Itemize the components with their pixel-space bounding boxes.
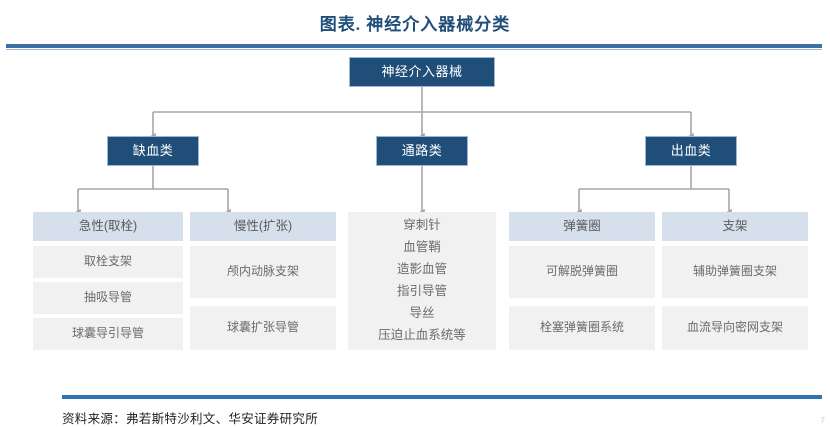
footer: 资料来源：弗若斯特沙利文、华安证券研究所 7: [0, 395, 830, 427]
page-title: 图表. 神经介入器械分类: [319, 14, 511, 34]
list-item: 血管鞘: [403, 240, 441, 255]
footer-divider: [62, 395, 822, 399]
column-access-list[interactable]: 穿刺针 血管鞘 造影血管 指引导管 导丝 压迫止血系统等: [348, 212, 496, 350]
node-level2-ischemic[interactable]: 缺血类: [107, 136, 199, 166]
page-number: 7: [820, 416, 825, 425]
title-bar: 图表. 神经介入器械分类: [0, 0, 830, 44]
leaf-item[interactable]: 取栓支架: [33, 246, 183, 278]
title-divider-thin: [6, 49, 822, 50]
column-head-stent[interactable]: 支架: [662, 212, 808, 241]
leaf-item[interactable]: 球囊导引导管: [33, 318, 183, 350]
leaf-item[interactable]: 颅内动脉支架: [190, 246, 336, 298]
title-divider: [6, 44, 822, 48]
list-item: 导丝: [409, 305, 435, 320]
leaf-item[interactable]: 球囊扩张导管: [190, 306, 336, 350]
column-head-chronic[interactable]: 慢性(扩张): [190, 212, 336, 241]
node-level2-hemorrhagic[interactable]: 出血类: [645, 136, 737, 166]
node-level2-access[interactable]: 通路类: [376, 136, 468, 166]
leaf-item[interactable]: 血流导向密网支架: [662, 306, 808, 350]
column-head-acute[interactable]: 急性(取栓): [33, 212, 183, 241]
leaf-item[interactable]: 栓塞弹簧圈系统: [509, 306, 655, 350]
source-note: 资料来源：弗若斯特沙利文、华安证券研究所: [62, 412, 319, 426]
org-chart-diagram: 神经介入器械 缺血类 通路类 出血类 急性(取栓) 取栓支架 抽吸导管 球囊导引…: [0, 50, 830, 390]
list-item: 造影血管: [396, 262, 447, 277]
leaf-item[interactable]: 抽吸导管: [33, 282, 183, 314]
column-head-coil[interactable]: 弹簧圈: [509, 212, 655, 241]
leaf-item[interactable]: 辅助弹簧圈支架: [662, 246, 808, 298]
node-root[interactable]: 神经介入器械: [349, 57, 495, 87]
list-item: 压迫止血系统等: [378, 327, 466, 342]
list-item: 穿刺针: [403, 218, 441, 233]
list-item: 指引导管: [396, 284, 447, 298]
leaf-item[interactable]: 可解脱弹簧圈: [509, 246, 655, 298]
